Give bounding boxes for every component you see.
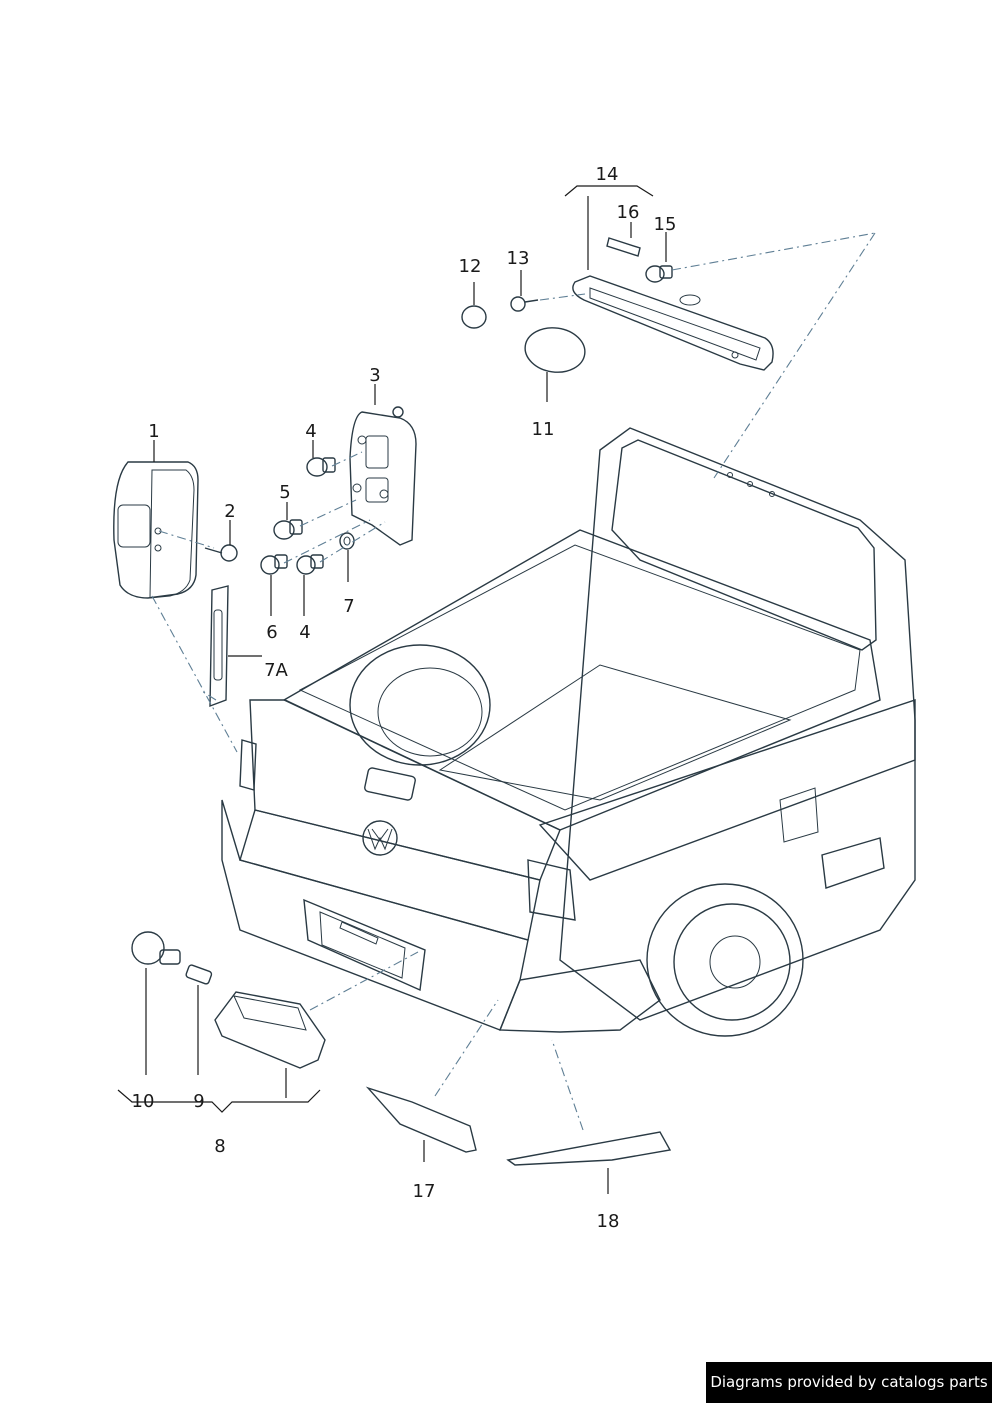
leader-lines <box>117 185 667 1194</box>
reflector-part-18 <box>506 1131 672 1166</box>
callout-17: 17 <box>413 1181 436 1202</box>
gasket-part-7a <box>209 585 229 708</box>
reflector-part-17 <box>365 1086 477 1153</box>
vw-emblem <box>362 820 398 856</box>
bulb-part-4-lower <box>296 554 324 575</box>
callout-10: 10 <box>132 1091 155 1112</box>
cover-cap-part-11 <box>524 327 586 373</box>
screw-part-2 <box>204 544 238 562</box>
callout-11: 11 <box>532 419 555 440</box>
bulb-part-9 <box>185 964 213 985</box>
vehicle-tail-light-left <box>239 739 257 791</box>
bulb-part-6 <box>260 554 288 575</box>
callout-4-lower: 4 <box>299 622 310 643</box>
grommet-part-7 <box>339 532 355 550</box>
rear-bumper <box>221 799 529 1031</box>
pickup-vehicle-illustration <box>221 427 916 1037</box>
callout-13: 13 <box>507 248 530 269</box>
license-plate-recess <box>303 898 426 992</box>
callout-9: 9 <box>193 1091 204 1112</box>
rear-wheel <box>646 883 804 1037</box>
callout-8: 8 <box>214 1136 225 1157</box>
tailgate-handle <box>364 767 416 801</box>
screw-part-13 <box>510 296 539 312</box>
relation-lines <box>151 232 876 1131</box>
callout-3: 3 <box>369 365 380 386</box>
callout-1: 1 <box>148 421 159 442</box>
callout-16: 16 <box>617 202 640 223</box>
bulb-part-5 <box>273 519 303 540</box>
callout-labels: 1 2 3 4 5 6 4 7 7A 11 12 13 14 16 15 10 … <box>132 164 677 1232</box>
callout-7a: 7A <box>264 660 288 681</box>
callout-7: 7 <box>343 596 354 617</box>
rear-window <box>611 439 877 651</box>
plug-part-12 <box>461 305 487 329</box>
callout-12: 12 <box>459 256 482 277</box>
bulb-holder-plate <box>349 406 417 546</box>
festoon-bulb-part-16 <box>606 237 641 257</box>
vehicle-tail-light-right <box>527 859 576 921</box>
callout-18: 18 <box>597 1211 620 1232</box>
callout-2: 2 <box>224 501 235 522</box>
bulb-part-4-upper <box>306 457 336 477</box>
side-window <box>821 837 885 889</box>
tail-light-assembly <box>113 461 199 599</box>
bulb-socket-part-15 <box>645 265 673 283</box>
callout-6: 6 <box>266 622 277 643</box>
callout-15: 15 <box>654 214 677 235</box>
license-plate-light-part-8 <box>214 991 326 1069</box>
tailgate <box>249 699 561 881</box>
callout-5: 5 <box>279 482 290 503</box>
third-brake-light <box>572 275 774 371</box>
diagram-credit-banner: Diagrams provided by catalogs parts <box>706 1362 992 1403</box>
fuel-door <box>779 787 819 843</box>
callout-4-upper: 4 <box>305 421 316 442</box>
bulb-socket-part-10 <box>131 931 181 965</box>
callout-14: 14 <box>596 164 619 185</box>
spare-wheel <box>349 644 491 766</box>
